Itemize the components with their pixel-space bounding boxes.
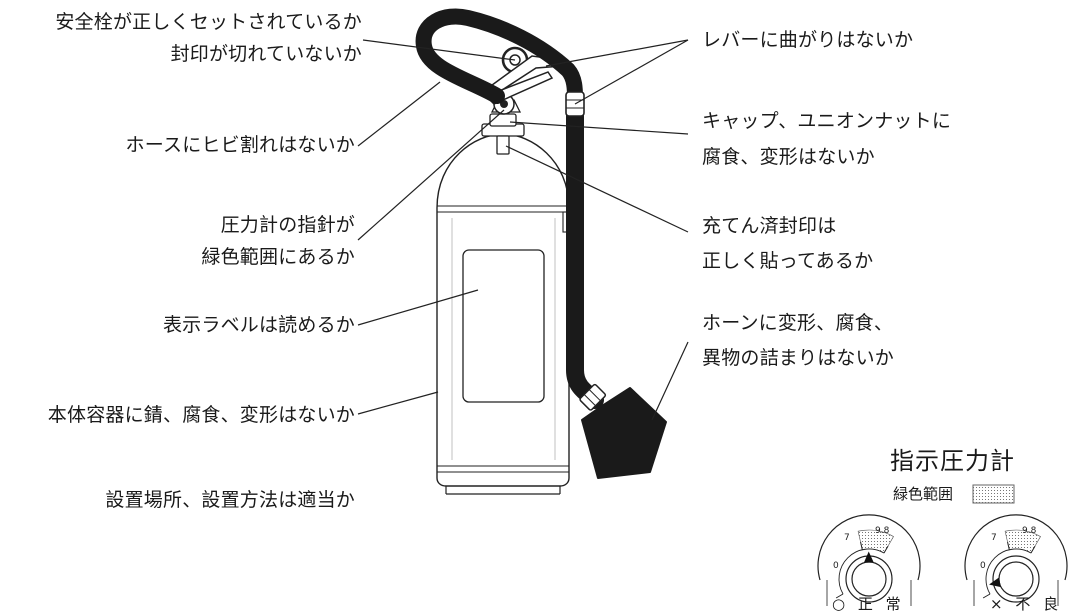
- callout-cap-line2: 腐食、変形はないか: [702, 146, 875, 168]
- horn: [581, 387, 667, 479]
- horn-connector: [579, 383, 607, 411]
- dial-number-7: 7: [844, 533, 850, 543]
- gauge-tick: [835, 593, 844, 599]
- callout-safety-pin: 安全栓が正しくセットされているか: [55, 11, 362, 33]
- dial-number-9-8: 9.8: [1022, 526, 1037, 536]
- callout-gauge-line1: 圧力計の指針が: [220, 214, 355, 236]
- gauge-dial-normal: [817, 514, 921, 606]
- gauge-tick: [883, 545, 889, 554]
- dial-number-7: 7: [991, 533, 997, 543]
- callout-seal: 封印が切れていないか: [170, 43, 362, 65]
- dial-number-0: 0: [833, 561, 839, 571]
- green-range-swatch: [972, 484, 1015, 504]
- callout-hose: ホースにヒビ割れはないか: [125, 134, 355, 156]
- green-range-legend-label: 緑色範囲: [893, 485, 954, 503]
- callout-body: 本体容器に錆、腐食、変形はないか: [47, 404, 355, 426]
- callout-cap-line1: キャップ、ユニオンナットに: [702, 110, 952, 132]
- dial-number-9-8: 9.8: [875, 526, 890, 536]
- gauge-tick: [982, 593, 991, 599]
- gauge-bad-label: × 不 良: [990, 595, 1063, 613]
- display-label-plate: [462, 249, 545, 403]
- gauge-needle: [989, 577, 1001, 588]
- gauge-scale-arc: [838, 548, 885, 595]
- gauge-normal-label: ○ 正 常: [832, 595, 905, 613]
- pressure-gauge-title: 指示圧力計: [890, 447, 1015, 475]
- callout-filled-line1: 充てん済封印は: [702, 215, 837, 237]
- gauge-scale-arc: [985, 548, 1032, 595]
- gauge-dial-bad: [964, 514, 1068, 606]
- gauge-tick: [860, 541, 863, 550]
- callout-horn-line2: 異物の詰まりはないか: [702, 347, 895, 369]
- gauge-needle: [863, 551, 874, 563]
- gauge-tick: [1007, 541, 1010, 550]
- callout-horn-line1: ホーンに変形、腐食、: [702, 312, 894, 334]
- callout-label: 表示ラベルは読めるか: [162, 314, 355, 336]
- callout-filled-line2: 正しく貼ってあるか: [702, 250, 874, 272]
- gauge-tick: [1030, 545, 1036, 554]
- callout-gauge-line2: 緑色範囲にあるか: [201, 246, 355, 268]
- callout-location: 設置場所、設置方法は適当か: [105, 489, 355, 511]
- callout-lever: レバーに曲がりはないか: [702, 29, 914, 51]
- dial-number-0: 0: [980, 561, 986, 571]
- leader-lines: [357, 39, 689, 421]
